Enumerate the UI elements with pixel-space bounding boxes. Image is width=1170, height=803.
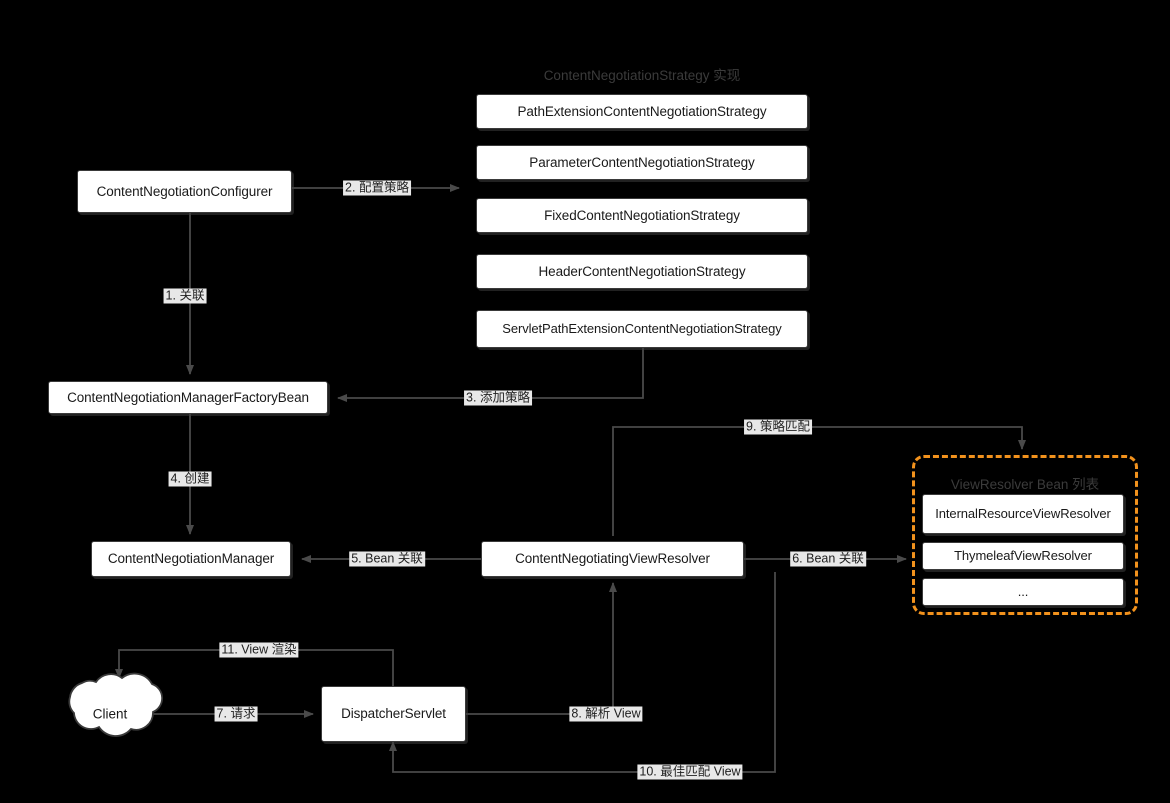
node-content-negotiating-view-resolver[interactable]: ContentNegotiatingViewResolver — [481, 541, 744, 577]
viewresolver-box-thymeleaf[interactable]: ThymeleafViewResolver — [922, 542, 1124, 570]
strategy-box-parameter[interactable]: ParameterContentNegotiationStrategy — [476, 145, 808, 180]
edge-label-5: 5. Bean 关联 — [349, 551, 425, 567]
viewresolver-group-title: ViewResolver Bean 列表 — [950, 477, 1100, 492]
strategy-group-title: ContentNegotiationStrategy 实现 — [543, 68, 741, 83]
strategy-box-header[interactable]: HeaderContentNegotiationStrategy — [476, 254, 808, 289]
edge-label-7: 7. 请求 — [214, 706, 258, 722]
viewresolver-box-more[interactable]: ... — [922, 578, 1124, 606]
strategy-box-fixed[interactable]: FixedContentNegotiationStrategy — [476, 198, 808, 233]
edge-label-8: 8. 解析 View — [569, 706, 643, 722]
edge-label-9: 9. 策略匹配 — [744, 419, 812, 435]
node-client-label: Client — [92, 706, 128, 722]
strategy-box-path-extension[interactable]: PathExtensionContentNegotiationStrategy — [476, 94, 808, 129]
edge-label-3: 3. 添加策略 — [464, 390, 532, 406]
edge-label-11: 11. View 渲染 — [219, 642, 299, 658]
edge-label-1: 1. 关联 — [163, 288, 207, 304]
edge-label-6: 6. Bean 关联 — [790, 551, 866, 567]
node-dispatcher-servlet[interactable]: DispatcherServlet — [321, 686, 466, 742]
edge-label-10: 10. 最佳匹配 View — [637, 764, 743, 780]
client-cloud-shape — [68, 672, 164, 737]
node-content-negotiation-manager-factory-bean[interactable]: ContentNegotiationManagerFactoryBean — [48, 381, 328, 414]
node-content-negotiation-configurer[interactable]: ContentNegotiationConfigurer — [77, 170, 292, 213]
edge-10-line — [389, 572, 776, 773]
node-content-negotiation-manager[interactable]: ContentNegotiationManager — [91, 541, 291, 577]
edge-label-4: 4. 创建 — [168, 471, 212, 487]
edge-label-2: 2. 配置策略 — [343, 180, 411, 196]
viewresolver-group — [912, 455, 1138, 615]
viewresolver-box-internal-resource[interactable]: InternalResourceViewResolver — [922, 494, 1124, 534]
strategy-box-servlet-path-extension[interactable]: ServletPathExtensionContentNegotiationSt… — [476, 310, 808, 348]
edge-8-line — [466, 582, 617, 715]
